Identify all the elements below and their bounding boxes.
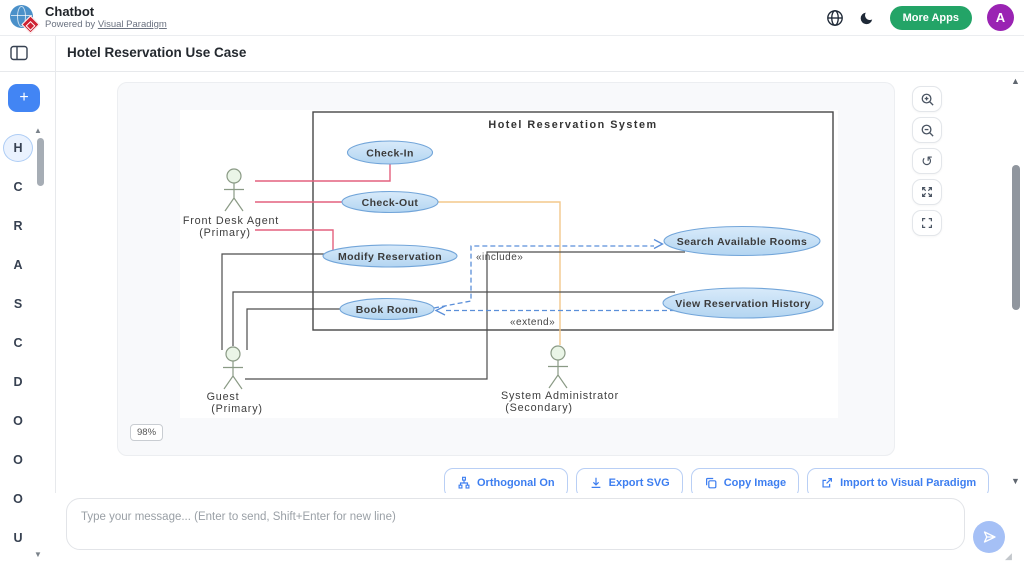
message-input[interactable] bbox=[67, 499, 964, 549]
visual-paradigm-logo-icon bbox=[10, 4, 37, 31]
more-apps-button[interactable]: More Apps bbox=[890, 6, 972, 30]
zoom-level-badge: 98% bbox=[130, 424, 163, 441]
orthogonal-icon bbox=[457, 476, 471, 490]
sidebar-toggle-icon[interactable] bbox=[10, 45, 28, 61]
send-button[interactable] bbox=[973, 521, 1005, 553]
message-composer: ◢ bbox=[55, 493, 1024, 565]
sidebar-item[interactable]: U bbox=[3, 524, 33, 552]
usecase-label: Check-In bbox=[366, 148, 414, 160]
extend-stereotype-label: «extend» bbox=[510, 317, 555, 328]
sidebar-item[interactable]: O bbox=[3, 485, 33, 513]
orthogonal-label: Orthogonal On bbox=[477, 477, 555, 489]
usecase-label: View Reservation History bbox=[675, 298, 810, 310]
sidebar-item[interactable]: C bbox=[3, 329, 33, 357]
export-svg-label: Export SVG bbox=[609, 477, 670, 489]
language-globe-icon[interactable] bbox=[826, 9, 844, 27]
scroll-up-icon[interactable]: ▲ bbox=[1011, 76, 1020, 86]
powered-by: Powered by Visual Paradigm bbox=[45, 20, 167, 31]
actor-name: Front Desk Agent bbox=[183, 215, 279, 227]
include-dependency bbox=[434, 240, 663, 309]
sidebar-item[interactable]: R bbox=[3, 212, 33, 240]
usecase-modify-reservation[interactable]: Modify Reservation bbox=[323, 245, 457, 267]
message-input-card bbox=[66, 498, 965, 550]
main-scrollbar-thumb[interactable] bbox=[1012, 165, 1020, 310]
diagram-canvas[interactable]: Hotel Reservation System «i bbox=[180, 110, 838, 418]
sidebar-scroll-down-icon[interactable]: ▼ bbox=[34, 550, 42, 559]
sidebar-item[interactable]: C bbox=[3, 173, 33, 201]
zoom-out-button[interactable] bbox=[912, 117, 942, 143]
zoom-in-button[interactable] bbox=[912, 86, 942, 112]
actor-front-desk-agent[interactable]: Front Desk Agent (Primary) bbox=[183, 169, 279, 239]
resize-grip-icon[interactable]: ◢ bbox=[1005, 551, 1012, 562]
usecase-label: Book Room bbox=[356, 304, 419, 316]
usecase-check-out[interactable]: Check-Out bbox=[342, 192, 438, 213]
include-stereotype-label: «include» bbox=[476, 252, 523, 263]
system-boundary-title: Hotel Reservation System bbox=[488, 119, 657, 131]
actor-name: Guest bbox=[207, 391, 240, 403]
sidebar: + H C R A S C D O O O U ▲ ▼ bbox=[0, 72, 55, 565]
sidebar-item[interactable]: S bbox=[3, 290, 33, 318]
extend-dependency bbox=[436, 306, 675, 315]
external-link-icon bbox=[820, 476, 834, 490]
sidebar-item[interactable]: D bbox=[3, 368, 33, 396]
usecase-view-reservation-history[interactable]: View Reservation History bbox=[663, 288, 823, 318]
visual-paradigm-link[interactable]: Visual Paradigm bbox=[98, 19, 167, 30]
sidebar-scroll-up-icon[interactable]: ▲ bbox=[34, 126, 42, 135]
sidebar-item[interactable]: A bbox=[3, 251, 33, 279]
dark-mode-moon-icon[interactable] bbox=[859, 10, 875, 26]
page-title: Hotel Reservation Use Case bbox=[67, 45, 246, 60]
sidebar-item[interactable]: O bbox=[3, 407, 33, 435]
usecase-check-in[interactable]: Check-In bbox=[348, 141, 433, 164]
user-avatar[interactable]: A bbox=[987, 4, 1014, 31]
actor-role: (Primary) bbox=[199, 227, 251, 239]
usecase-label: Modify Reservation bbox=[338, 251, 442, 263]
sidebar-item[interactable]: H bbox=[3, 134, 33, 162]
actor-role: (Secondary) bbox=[505, 402, 573, 414]
brand-text: Chatbot Powered by Visual Paradigm bbox=[45, 5, 167, 31]
usecase-search-available-rooms[interactable]: Search Available Rooms bbox=[664, 227, 820, 256]
guest-associations bbox=[222, 252, 685, 379]
copy-image-label: Copy Image bbox=[724, 477, 786, 489]
import-vp-label: Import to Visual Paradigm bbox=[840, 477, 976, 489]
usecase-book-room[interactable]: Book Room bbox=[340, 299, 434, 320]
fit-to-screen-button[interactable] bbox=[912, 179, 942, 205]
copy-icon bbox=[704, 476, 718, 490]
sidebar-scrollbar-thumb[interactable] bbox=[37, 138, 44, 186]
reset-view-button[interactable]: ↺ bbox=[912, 148, 942, 174]
actor-guest[interactable]: Guest (Primary) bbox=[207, 347, 263, 415]
usecase-label: Check-Out bbox=[362, 197, 419, 209]
send-plane-icon bbox=[981, 529, 997, 545]
sidebar-divider bbox=[55, 36, 56, 493]
actor-name: System Administrator bbox=[501, 390, 619, 402]
sidebar-item[interactable]: O bbox=[3, 446, 33, 474]
download-icon bbox=[589, 476, 603, 490]
new-chat-button[interactable]: + bbox=[8, 84, 40, 112]
scroll-down-icon[interactable]: ▼ bbox=[1011, 476, 1020, 486]
actor-system-administrator[interactable]: System Administrator (Secondary) bbox=[501, 346, 619, 414]
top-app-bar: Chatbot Powered by Visual Paradigm More … bbox=[0, 0, 1024, 36]
usecase-label: Search Available Rooms bbox=[677, 236, 808, 248]
actor-role: (Primary) bbox=[211, 403, 263, 415]
conversation-title-bar: Hotel Reservation Use Case bbox=[0, 36, 1024, 72]
app-title: Chatbot bbox=[45, 5, 167, 20]
fullscreen-button[interactable] bbox=[912, 210, 942, 236]
